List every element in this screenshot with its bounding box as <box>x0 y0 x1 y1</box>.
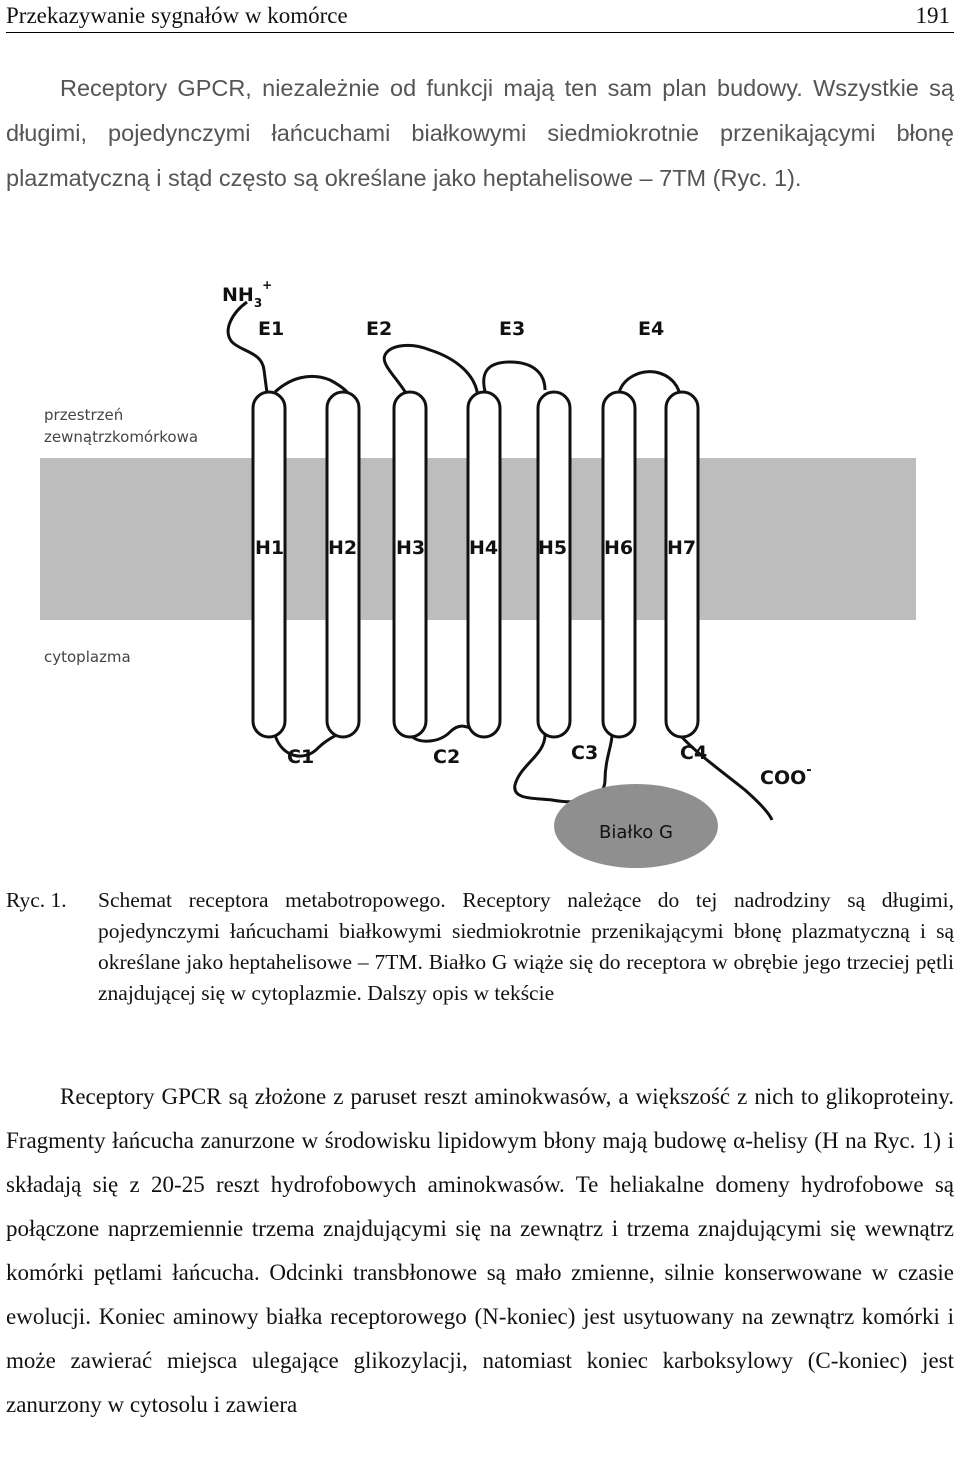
helix-label-h3: H3 <box>396 537 425 559</box>
loop-label-e2: E2 <box>366 318 392 340</box>
helix-h2 <box>325 390 361 739</box>
helix-h6 <box>601 390 637 739</box>
helix-h4 <box>466 390 502 739</box>
caption-text: Schemat receptora metabotropowego. Recep… <box>98 888 954 1005</box>
extracellular-loop-e3 <box>482 360 547 396</box>
loop-label-e4: E4 <box>638 318 664 340</box>
intro-text: Receptory GPCR, niezależnie od funkcji m… <box>6 75 954 191</box>
cytoplasm-label: cytoplazma <box>44 648 131 666</box>
helix-h7 <box>664 390 700 739</box>
figure-caption: Ryc. 1. Schemat receptora metabotropoweg… <box>6 885 954 1009</box>
caption-label: Ryc. 1. <box>6 888 67 912</box>
helix-label-h7: H7 <box>667 537 696 559</box>
g-protein-ellipse <box>554 784 718 868</box>
coo-label: COO- <box>760 763 812 789</box>
extracellular-loop-e4 <box>616 370 682 399</box>
g-protein-label: Białko G <box>599 822 673 843</box>
gpcr-schematic-figure: NH3+ przestrzeń zewnątrzkomórkowa cytopl… <box>40 278 916 868</box>
helix-h3 <box>392 390 428 739</box>
helix-label-h1: H1 <box>255 537 284 559</box>
loop-label-e3: E3 <box>499 318 525 340</box>
helix-label-h5: H5 <box>538 537 567 559</box>
extracellular-label-line2: zewnątrzkomórkowa <box>44 428 198 446</box>
helix-h5 <box>536 390 572 739</box>
helix-label-h6: H6 <box>604 537 633 559</box>
page-number: 191 <box>915 3 951 28</box>
nh3-label: NH3+ <box>222 278 272 310</box>
extracellular-label-line1: przestrzeń <box>44 406 123 424</box>
helix-h1 <box>251 390 287 739</box>
body-text: Receptory GPCR są złożone z paruset resz… <box>6 1084 954 1417</box>
body-paragraph: Receptory GPCR są złożone z paruset resz… <box>6 1075 954 1427</box>
extracellular-loop-e2 <box>382 343 480 401</box>
loop-label-c2: C2 <box>433 746 460 768</box>
running-header: Przekazywanie sygnałów w komórce 191 <box>6 0 954 33</box>
helix-label-h2: H2 <box>328 537 357 559</box>
cytoplasmic-loop-c4 <box>678 734 774 821</box>
loop-label-e1: E1 <box>258 318 284 340</box>
cytoplasmic-loop-c3 <box>513 734 614 804</box>
loop-label-c3: C3 <box>571 742 598 764</box>
n-terminus-chain <box>226 300 269 394</box>
intro-paragraph: Receptory GPCR, niezależnie od funkcji m… <box>6 66 954 201</box>
loop-label-c4: C4 <box>680 742 707 764</box>
loop-label-c1: C1 <box>287 746 314 768</box>
header-title: Przekazywanie sygnałów w komórce <box>6 3 348 28</box>
helix-label-h4: H4 <box>469 537 498 559</box>
